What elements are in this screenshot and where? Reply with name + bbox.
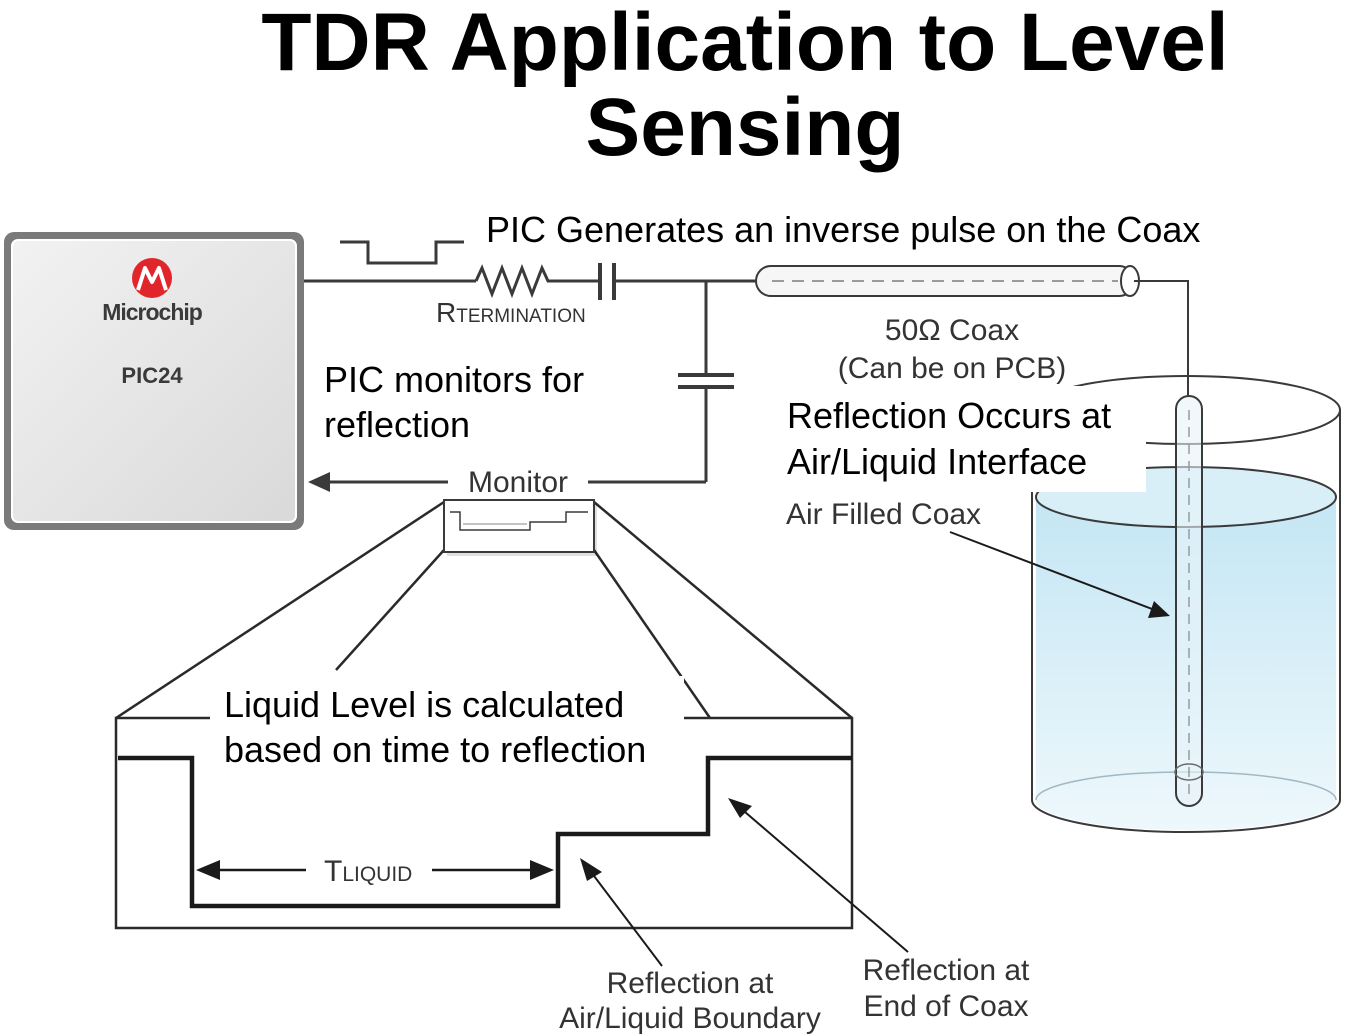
reflection-occurs-line1: Reflection Occurs at <box>787 395 1111 436</box>
coax-cable <box>755 265 1189 396</box>
coax-label-line2: (Can be on PCB) <box>838 352 1066 385</box>
t-liquid-left-arrow-icon <box>196 860 220 880</box>
zoom-lines <box>115 500 853 720</box>
monitor-arrow-icon <box>308 472 330 492</box>
monitor-label: Monitor <box>468 466 568 499</box>
r-termination-label: RTERMINATION <box>436 297 586 328</box>
pulse-label: PIC Generates an inverse pulse on the Co… <box>486 209 1200 250</box>
pic24-chip: Microchip PIC24 <box>4 232 304 530</box>
page-title-line1: TDR Application to Level <box>261 0 1228 88</box>
calc-label-line1: Liquid Level is calculated <box>224 684 624 725</box>
end-label-line1: Reflection at <box>863 954 1030 987</box>
inverse-pulse-icon <box>340 240 464 265</box>
air-filled-arrow-icon <box>1148 601 1170 618</box>
calc-label-line2: based on time to reflection <box>224 729 646 770</box>
t-liquid-right-arrow-icon <box>530 860 554 880</box>
air-filled-coax-label: Air Filled Coax <box>786 498 981 531</box>
callout-arrows <box>587 531 1161 967</box>
monitor-thumbnail <box>443 499 597 556</box>
monitors-label-line2: reflection <box>324 404 470 445</box>
end-arrow-icon <box>728 798 752 818</box>
chip-brand: Microchip <box>102 299 203 325</box>
page-title-line2: Sensing <box>586 82 905 173</box>
end-label-line2: End of Coax <box>863 990 1028 1023</box>
boundary-arrow-icon <box>580 858 602 881</box>
signal-path <box>304 263 760 484</box>
boundary-label-line2: Air/Liquid Boundary <box>559 1002 821 1035</box>
resistor-icon <box>474 263 598 299</box>
tdr-waveform <box>118 755 852 909</box>
microchip-logo-icon <box>132 258 172 298</box>
reflection-occurs-line2: Air/Liquid Interface <box>787 441 1087 482</box>
t-liquid-label: TLIQUID <box>324 855 412 888</box>
chip-model: PIC24 <box>121 363 183 388</box>
monitors-label-line1: PIC monitors for <box>324 359 584 400</box>
coax-label-line1: 50Ω Coax <box>885 314 1019 347</box>
boundary-label-line1: Reflection at <box>607 967 774 1000</box>
